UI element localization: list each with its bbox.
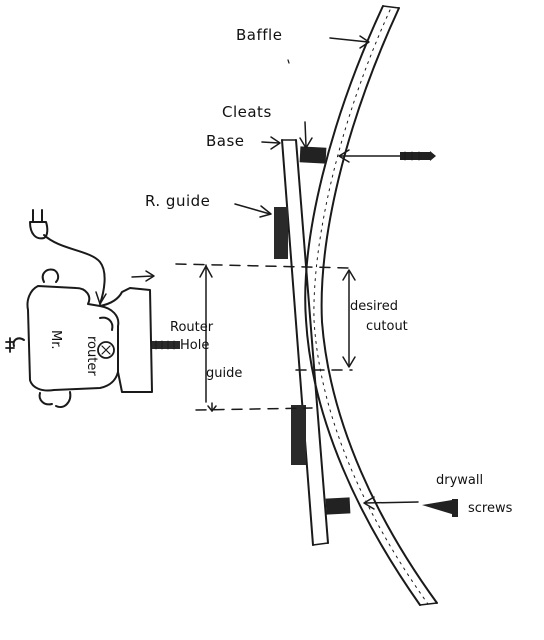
- cleat-bottom: [325, 497, 351, 515]
- label-router-hole-guide-line1: Router: [170, 320, 214, 335]
- label-desired-cutout-line2: cutout: [366, 319, 408, 334]
- label-arrows: [131, 35, 419, 510]
- label-r-guide: R. guide: [145, 192, 210, 210]
- label-router-hole-guide-line3: guide: [206, 366, 242, 381]
- screw-icon: [400, 151, 436, 161]
- base-board: [281, 139, 329, 546]
- label-desired-cutout-line1: desired: [350, 299, 398, 314]
- router-bit: [152, 340, 180, 350]
- label-mr-router-line2: router: [84, 336, 99, 376]
- power-cord: [43, 234, 107, 305]
- router-guide-blocks: [274, 207, 306, 465]
- router-guide-bottom: [291, 405, 306, 465]
- label-drywall-screws-line1: drywall: [436, 473, 483, 488]
- router-body: [5, 268, 153, 408]
- router-hole-guide-arrow: [199, 264, 217, 412]
- cut-guide-lines: [175, 263, 353, 411]
- label-drywall-screws-line2: screws: [468, 501, 513, 516]
- cleat-top: [299, 146, 327, 164]
- screw-icon: [422, 499, 458, 517]
- plug-icon: [29, 209, 49, 240]
- label-mr-router-line1: Mr.: [48, 330, 63, 350]
- label-router-hole-guide-line2: Hole: [180, 338, 209, 353]
- cleats: [299, 146, 351, 515]
- desired-cutout-bracket: [342, 269, 356, 368]
- label-cleats: Cleats: [222, 103, 272, 121]
- baffle-panel: [304, 5, 438, 606]
- label-base: Base: [206, 132, 245, 150]
- router-guide-top: [274, 207, 288, 259]
- label-baffle: Baffle: [236, 26, 282, 44]
